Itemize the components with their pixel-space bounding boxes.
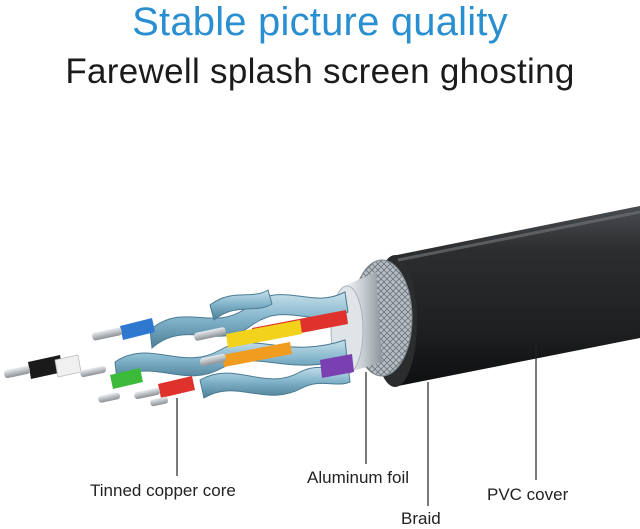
- headline-title: Stable picture quality: [132, 0, 508, 44]
- green-wire: [110, 368, 143, 389]
- colored-conductors: [28, 310, 354, 398]
- copper-tips: [4, 327, 226, 407]
- label-aluminum-foil: Aluminum foil: [307, 468, 410, 487]
- blue-wire: [120, 318, 155, 340]
- label-braid: Braid: [401, 509, 441, 528]
- leader-lines: [176, 340, 537, 506]
- pvc-jacket: [373, 206, 640, 387]
- red-wire-lower: [158, 376, 195, 398]
- yellow-wire: [226, 320, 302, 348]
- black-wire: [28, 355, 63, 379]
- purple-wire: [320, 354, 354, 378]
- headline-subtitle: Farewell splash screen ghosting: [65, 52, 575, 91]
- orange-wire: [222, 342, 292, 367]
- label-pvc-cover: PVC cover: [487, 485, 569, 504]
- label-tinned-copper-core: Tinned copper core: [90, 481, 236, 500]
